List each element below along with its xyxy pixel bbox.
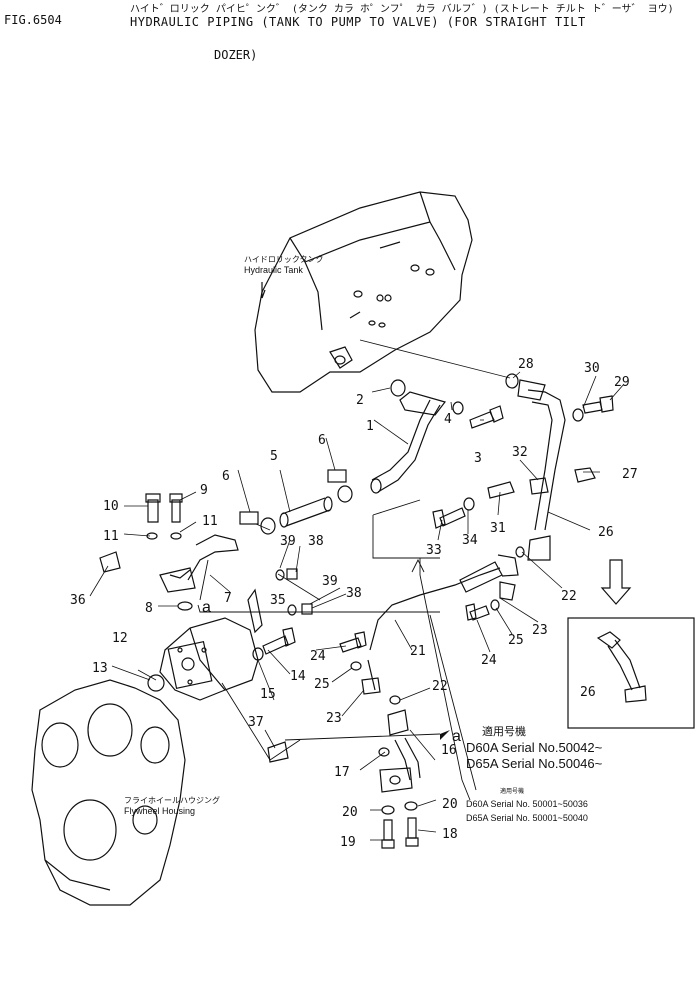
callout-number: 26 bbox=[598, 525, 614, 540]
callout-number: 34 bbox=[462, 533, 478, 548]
callout-number: 33 bbox=[426, 543, 442, 558]
callout-number: 20 bbox=[442, 797, 458, 812]
tank-label-en: Hydraulic Tank bbox=[244, 265, 303, 275]
callout-number: 3 bbox=[474, 451, 482, 466]
callout-number: 5 bbox=[270, 449, 278, 464]
callout-number: 14 bbox=[290, 669, 306, 684]
callout-number: 4 bbox=[444, 412, 452, 427]
callout-number: 30 bbox=[584, 361, 600, 376]
applicability-line2: D65A Serial No.50046~ bbox=[466, 756, 603, 771]
callout-number: 26 bbox=[580, 685, 596, 700]
callout-number: 23 bbox=[326, 711, 342, 726]
title-japanese: ハイト゛ロリック パイヒ゜ンク゛ (タンク カラ ホ゜ンフ゜ カラ バルフ゛) … bbox=[130, 4, 674, 15]
callout-number: 19 bbox=[340, 835, 356, 850]
callout-number: 25 bbox=[508, 633, 524, 648]
flywheel-label-jp: フライホイールハウジング bbox=[124, 795, 220, 805]
reference-lines bbox=[197, 499, 477, 801]
flywheel-label-en: Flywheel Housing bbox=[124, 806, 195, 816]
callout-number: 24 bbox=[481, 653, 497, 668]
callout-number: 13 bbox=[92, 661, 108, 676]
callout-number: 12 bbox=[112, 631, 128, 646]
callout-number: 18 bbox=[442, 827, 458, 842]
callout-number: 32 bbox=[512, 445, 528, 460]
callout-number: 2 bbox=[356, 393, 364, 408]
callout-number: 16 bbox=[441, 743, 457, 758]
leader-lines bbox=[89, 371, 625, 841]
callout-number: 21 bbox=[410, 644, 426, 659]
flywheel-housing bbox=[31, 679, 186, 906]
callout-number: 31 bbox=[490, 521, 506, 536]
callout-number: 39 bbox=[280, 534, 296, 549]
callout-number: 7 bbox=[224, 591, 232, 606]
reference-mark-a: a bbox=[202, 599, 211, 616]
callout-number: 10 bbox=[103, 499, 119, 514]
callout-number: 20 bbox=[342, 805, 358, 820]
callout-number: 17 bbox=[334, 765, 350, 780]
lower-applicability-heading: 適用号機 bbox=[500, 787, 524, 795]
hydraulic-pump bbox=[159, 617, 259, 701]
callout-number: 6 bbox=[318, 433, 326, 448]
callout-number: 27 bbox=[622, 467, 638, 482]
lower-applicability-line1: D60A Serial No. 50001~50036 bbox=[466, 799, 588, 809]
figure-number: FIG.6504 bbox=[4, 13, 62, 27]
down-arrow-icon bbox=[600, 559, 632, 605]
callout-number: 39 bbox=[322, 574, 338, 589]
title-english-line1: HYDRAULIC PIPING (TANK TO PUMP TO VALVE)… bbox=[130, 15, 586, 29]
applicability-heading: 適用号機 bbox=[482, 724, 526, 738]
callout-number: 15 bbox=[260, 687, 276, 702]
inset-detail-box bbox=[567, 617, 695, 729]
callout-number: 6 bbox=[222, 469, 230, 484]
callout-number: 36 bbox=[70, 593, 86, 608]
callout-number: 11 bbox=[202, 514, 218, 529]
callout-number: 1 bbox=[366, 419, 374, 434]
callout-number: 28 bbox=[518, 357, 534, 372]
tank-label-jp: ハイドロリックタンク bbox=[244, 255, 324, 264]
callout-numbers: 1 2 3 4 5 6 6 7 8 9 10 11 11 12 13 14 15… bbox=[70, 357, 638, 850]
callout-number: 11 bbox=[103, 529, 119, 544]
pipes-and-hoses bbox=[159, 379, 566, 793]
callout-number: 9 bbox=[200, 483, 208, 498]
callout-number: 29 bbox=[614, 375, 630, 390]
reference-mark-a: a bbox=[452, 728, 461, 745]
title-english-line2: DOZER) bbox=[214, 48, 258, 62]
fasteners bbox=[99, 373, 614, 849]
callout-number: 22 bbox=[561, 589, 577, 604]
callout-number: 38 bbox=[346, 586, 362, 601]
callout-number: 23 bbox=[532, 623, 548, 638]
lower-applicability-line2: D65A Serial No. 50001~50040 bbox=[466, 813, 588, 823]
callout-number: 38 bbox=[308, 534, 324, 549]
hydraulic-tank bbox=[254, 191, 473, 393]
callout-number: 25 bbox=[314, 677, 330, 692]
callout-number: 37 bbox=[248, 715, 264, 730]
callout-number: 35 bbox=[270, 593, 286, 608]
applicability-line1: D60A Serial No.50042~ bbox=[466, 740, 603, 755]
callout-number: 8 bbox=[145, 601, 153, 616]
callout-number: 22 bbox=[432, 679, 448, 694]
callout-number: 24 bbox=[310, 649, 326, 664]
